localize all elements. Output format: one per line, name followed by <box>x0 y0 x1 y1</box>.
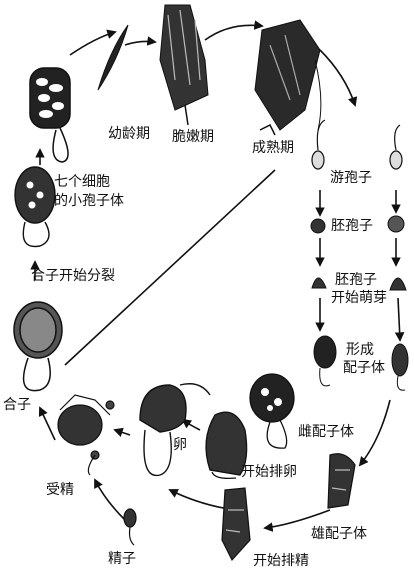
label-mature-stage: 成熟期 <box>252 140 294 156</box>
label-female-gametophyte: 雌配子体 <box>298 424 354 440</box>
sperm <box>123 508 137 546</box>
label-begin-sperm-release: 开始排精 <box>253 553 309 569</box>
female-gametophyte <box>249 373 295 449</box>
label-young-stage: 幼龄期 <box>108 126 150 142</box>
fertilization-stage <box>57 394 115 476</box>
label-begin-egg-release: 开始排卵 <box>241 464 297 480</box>
germinating-embryospores <box>311 277 407 291</box>
label-small-sporophyte: 的小孢子体 <box>54 193 124 209</box>
tender-stage-thallus <box>159 4 209 126</box>
embryospores <box>310 215 405 234</box>
mature-stage-thallus <box>254 19 322 136</box>
male-gametophyte <box>221 453 356 562</box>
label-gametophyte: 配子体 <box>343 360 385 376</box>
label-zoospore: 游孢子 <box>330 170 372 186</box>
label-sperm: 精子 <box>108 551 136 567</box>
young-stage-thallus <box>97 24 129 91</box>
label-male-gametophyte: 雄配子体 <box>311 526 367 542</box>
label-embryospore: 胚孢子 <box>331 218 373 234</box>
label-seven-cells: 七个细胞 <box>54 174 110 190</box>
zygote <box>13 301 63 392</box>
label-embryospore-2: 胚孢子 <box>335 272 377 288</box>
zoospores <box>311 119 403 170</box>
label-form: 形成 <box>346 342 374 358</box>
label-tender-stage: 脆嫩期 <box>172 129 214 145</box>
label-egg: 卵 <box>173 437 187 453</box>
egg-stage <box>139 383 211 477</box>
forming-gametophytes <box>313 335 409 391</box>
cycle-arrows <box>30 20 405 532</box>
seven-cell-sporophyte-top <box>29 67 71 163</box>
seven-cell-sporophyte-mid <box>14 166 56 248</box>
label-begin-germination: 开始萌芽 <box>331 290 387 306</box>
label-fertilization: 受精 <box>46 482 74 498</box>
label-zygote: 合子 <box>3 397 31 413</box>
egg-release-gametophyte <box>205 411 248 480</box>
label-zygote-division: 合子开始分裂 <box>31 268 115 284</box>
